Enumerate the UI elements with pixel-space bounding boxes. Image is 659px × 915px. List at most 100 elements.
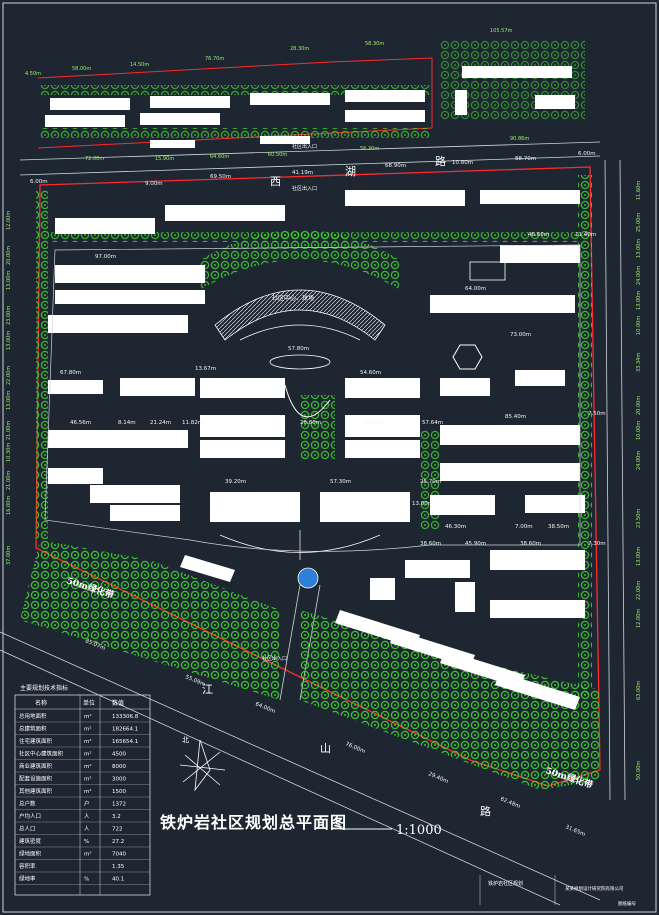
row-value: 4500 (112, 752, 126, 758)
svg-text:11.82m: 11.82m (182, 420, 203, 426)
svg-text:24.00m: 24.00m (636, 451, 642, 470)
drawing-title: 铁炉岩社区规划总平面图 (160, 813, 347, 832)
table-row: 总用地面积 m² 133306.8 (15, 712, 150, 723)
row-unit: m² (84, 751, 92, 758)
dimension-labels-interior: 97.00m 48.60m 11.40m 64.00m 73.00m 57.80… (60, 232, 606, 547)
row-name: 容积率 (19, 862, 36, 870)
svg-text:12.00m: 12.00m (6, 211, 12, 230)
row-unit: % (84, 877, 89, 883)
svg-text:7.50m: 7.50m (588, 411, 606, 417)
svg-text:25.00m: 25.00m (636, 213, 642, 232)
row-name: 总建筑面积 (19, 725, 47, 733)
row-unit: 人 (84, 826, 90, 833)
row-name: 户均人口 (19, 812, 41, 820)
svg-text:22.00m: 22.00m (6, 366, 12, 385)
north-arrow-icon: 北 (179, 736, 226, 792)
svg-text:9.00m: 9.00m (145, 181, 163, 187)
svg-text:38.60m: 38.60m (520, 541, 541, 547)
svg-text:22.00m: 22.00m (636, 581, 642, 600)
row-name: 其他建筑面积 (19, 787, 53, 795)
svg-text:38.60m: 38.60m (420, 541, 441, 547)
svg-text:105.57m: 105.57m (490, 28, 512, 34)
svg-text:88.70m: 88.70m (515, 156, 536, 162)
svg-text:48.60m: 48.60m (528, 232, 549, 238)
southeast-buildings (180, 555, 580, 710)
indicator-table-header-value: 数值 (112, 699, 124, 707)
row-unit: m² (84, 763, 92, 770)
row-value: 1372 (112, 802, 126, 808)
svg-text:23.00m: 23.00m (6, 306, 12, 325)
svg-text:57.80m: 57.80m (288, 346, 309, 352)
community-center-label: 社区中心、球场 (272, 294, 314, 302)
svg-text:54.60m: 54.60m (360, 370, 381, 376)
svg-text:20.00m: 20.00m (6, 246, 12, 265)
dimension-labels-right: 11.60m 25.00m 13.00m 24.00m 13.00m 10.00… (636, 181, 642, 700)
svg-text:39.20m: 39.20m (225, 479, 246, 485)
svg-text:11.60m: 11.60m (636, 181, 642, 200)
row-unit: 人 (84, 813, 90, 820)
row-value: 1500 (112, 789, 126, 795)
svg-text:64.00m: 64.00m (465, 286, 486, 292)
svg-text:10.00m: 10.00m (636, 421, 642, 440)
svg-text:69.50m: 69.50m (210, 174, 231, 180)
entrance-label-south: 社区出入口 (262, 655, 287, 662)
drawing-scale: 1:1000 (396, 823, 442, 838)
row-value: 3000 (112, 777, 126, 783)
svg-text:67.80m: 67.80m (60, 370, 81, 376)
svg-text:13.00m: 13.00m (6, 391, 12, 410)
row-name: 总用地面积 (19, 712, 47, 720)
internal-road-loop (44, 244, 581, 552)
entrance-label-north: 社区出入口 (292, 143, 317, 150)
svg-text:20.00m: 20.00m (636, 396, 642, 415)
row-value: 7040 (112, 852, 126, 858)
row-name: 绿地面积 (19, 850, 42, 858)
svg-text:85.40m: 85.40m (505, 414, 526, 420)
svg-text:13.00m: 13.00m (636, 547, 642, 566)
row-value: 133306.8 (112, 714, 139, 720)
svg-text:31.65m: 31.65m (564, 824, 586, 838)
svg-text:73.00m: 73.00m (510, 332, 531, 338)
svg-text:33.34m: 33.34m (636, 353, 642, 372)
svg-text:68.90m: 68.90m (385, 163, 406, 169)
row-name: 商业建筑面积 (19, 762, 53, 770)
svg-text:13.00m: 13.00m (636, 291, 642, 310)
row-value: 1.35 (112, 864, 125, 870)
table-row: 建筑密度%27.2 (15, 837, 150, 848)
svg-text:8.14m: 8.14m (118, 420, 136, 426)
footer-note-project: 铁炉岩社区规划 (488, 880, 523, 887)
svg-text:38.50m: 38.50m (548, 524, 569, 530)
svg-text:46.30m: 46.30m (445, 524, 466, 530)
svg-text:64.00m: 64.00m (254, 701, 276, 715)
svg-text:21.00m: 21.00m (6, 421, 12, 440)
table-row: 绿地率%40.1 (15, 875, 150, 885)
svg-text:21.24m: 21.24m (150, 420, 171, 426)
svg-text:55.09m: 55.09m (184, 674, 206, 688)
svg-text:13.67m: 13.67m (195, 366, 216, 372)
svg-text:45.90m: 45.90m (465, 541, 486, 547)
community-center (214, 261, 506, 589)
row-value: 182664.1 (112, 727, 138, 733)
row-unit: 户 (84, 800, 90, 808)
row-name: 建筑密度 (19, 837, 42, 845)
road-label-lake: 湖 (345, 165, 356, 178)
svg-text:10.00m: 10.00m (636, 316, 642, 335)
row-unit: m² (84, 713, 92, 720)
svg-text:北: 北 (182, 736, 189, 744)
svg-text:12.00m: 12.00m (636, 609, 642, 628)
svg-text:25.70m: 25.70m (420, 479, 441, 485)
footer-note-designer: 某某规划设计研究院有限公司 (565, 885, 624, 892)
residential-buildings (48, 190, 585, 618)
road-label-road-north: 路 (435, 155, 446, 168)
svg-text:29.40m: 29.40m (427, 771, 449, 785)
road-label-road-south: 路 (480, 805, 491, 818)
svg-text:13.00m: 13.00m (6, 331, 12, 350)
svg-text:10.80m: 10.80m (452, 160, 473, 166)
